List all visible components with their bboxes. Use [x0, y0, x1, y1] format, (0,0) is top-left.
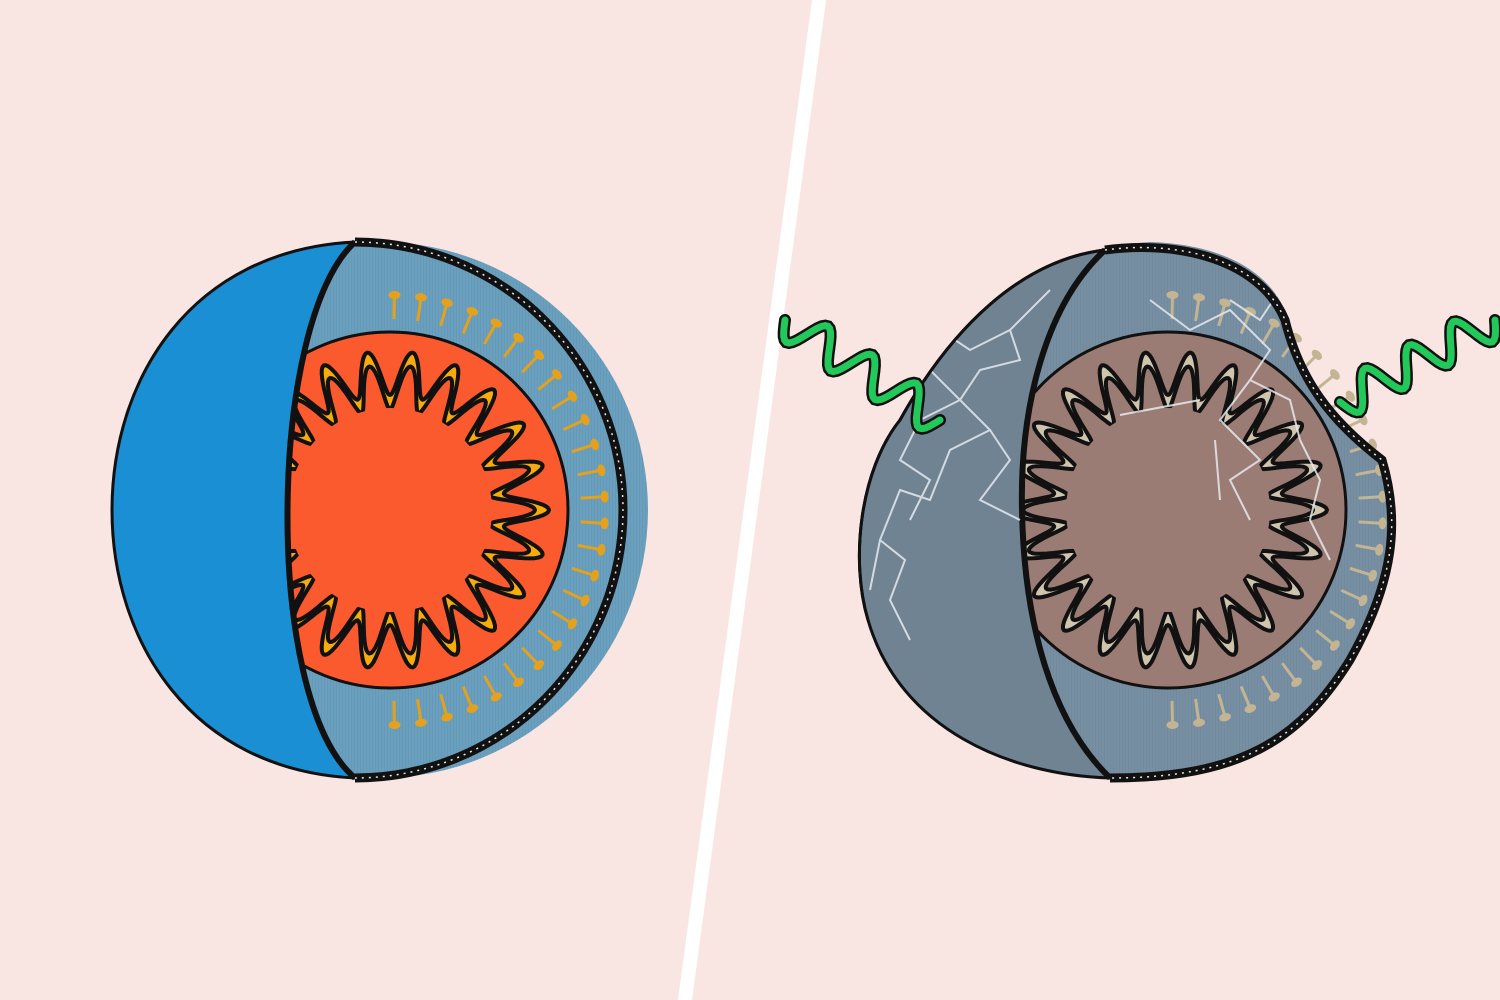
spike-head	[441, 713, 453, 722]
spike-head	[415, 293, 427, 302]
spike-head	[1345, 618, 1356, 630]
healthy-cell-icon	[110, 237, 648, 783]
spike-head	[441, 298, 453, 307]
healthy-membrane-dots	[354, 241, 624, 779]
spike-head	[580, 413, 590, 426]
damaged-core-center	[1066, 408, 1270, 612]
spike-head	[552, 640, 562, 651]
spike-head	[466, 307, 479, 316]
divider-line	[678, 0, 826, 1000]
spike-head	[1268, 692, 1280, 702]
spike-head	[415, 718, 427, 727]
damaged-shell-outline	[857, 248, 1106, 621]
wavy-signal-icon	[1336, 316, 1500, 416]
spike-head	[590, 438, 599, 451]
spike-head	[1378, 490, 1387, 503]
spike-head	[1358, 594, 1368, 607]
spike-head	[1330, 640, 1340, 651]
spike-head	[513, 332, 524, 343]
spike-head	[1166, 720, 1179, 729]
spike-head	[600, 517, 609, 530]
spike-head	[1193, 718, 1205, 727]
spike-head	[597, 543, 606, 556]
spike	[537, 629, 558, 647]
spike-head	[552, 369, 562, 380]
crack-lines	[869, 289, 1331, 641]
spike-head	[490, 692, 502, 702]
damaged-cell-icon	[857, 242, 1397, 783]
spike-head	[388, 291, 401, 300]
damaged-membrane-dots	[1104, 246, 1393, 779]
spike-head	[1311, 349, 1323, 360]
spike-head	[1193, 293, 1205, 302]
spike-head	[513, 677, 524, 688]
wavy-signal-icon	[780, 316, 944, 433]
spike-head	[1330, 369, 1340, 380]
spike-head	[580, 594, 590, 607]
spike	[1329, 609, 1352, 626]
spike	[1355, 468, 1380, 477]
spike-head	[466, 704, 479, 713]
spike-head	[1244, 307, 1257, 316]
spike-head	[597, 464, 606, 477]
healthy-spikes	[388, 291, 609, 729]
spike	[551, 609, 574, 626]
spike-head	[1166, 291, 1179, 300]
healthy-shell-edge	[284, 239, 358, 781]
spike-head	[1268, 318, 1280, 328]
spike-head	[567, 618, 578, 630]
spike-head	[600, 490, 609, 503]
spike-head	[590, 569, 599, 582]
spike-head	[1378, 517, 1387, 530]
spike-head	[567, 390, 578, 402]
spike	[1239, 310, 1252, 335]
spike-head	[533, 349, 545, 360]
damaged-spikes	[1166, 291, 1387, 729]
spike-head	[1311, 660, 1323, 671]
spike-head	[533, 660, 545, 671]
spike-head	[388, 720, 401, 729]
spike-head	[490, 318, 502, 328]
spike-head	[1368, 569, 1377, 582]
spike	[537, 373, 558, 391]
spike-head	[1244, 704, 1257, 713]
spike-head	[1219, 298, 1231, 307]
spike-head	[1375, 543, 1384, 556]
spike-head	[1291, 677, 1302, 688]
healthy-core-center	[288, 408, 492, 612]
spike-head	[1345, 390, 1356, 402]
spike-head	[1219, 713, 1231, 722]
damaged-shell-edge	[1018, 247, 1113, 781]
spike	[577, 468, 602, 477]
spike	[1261, 322, 1276, 345]
